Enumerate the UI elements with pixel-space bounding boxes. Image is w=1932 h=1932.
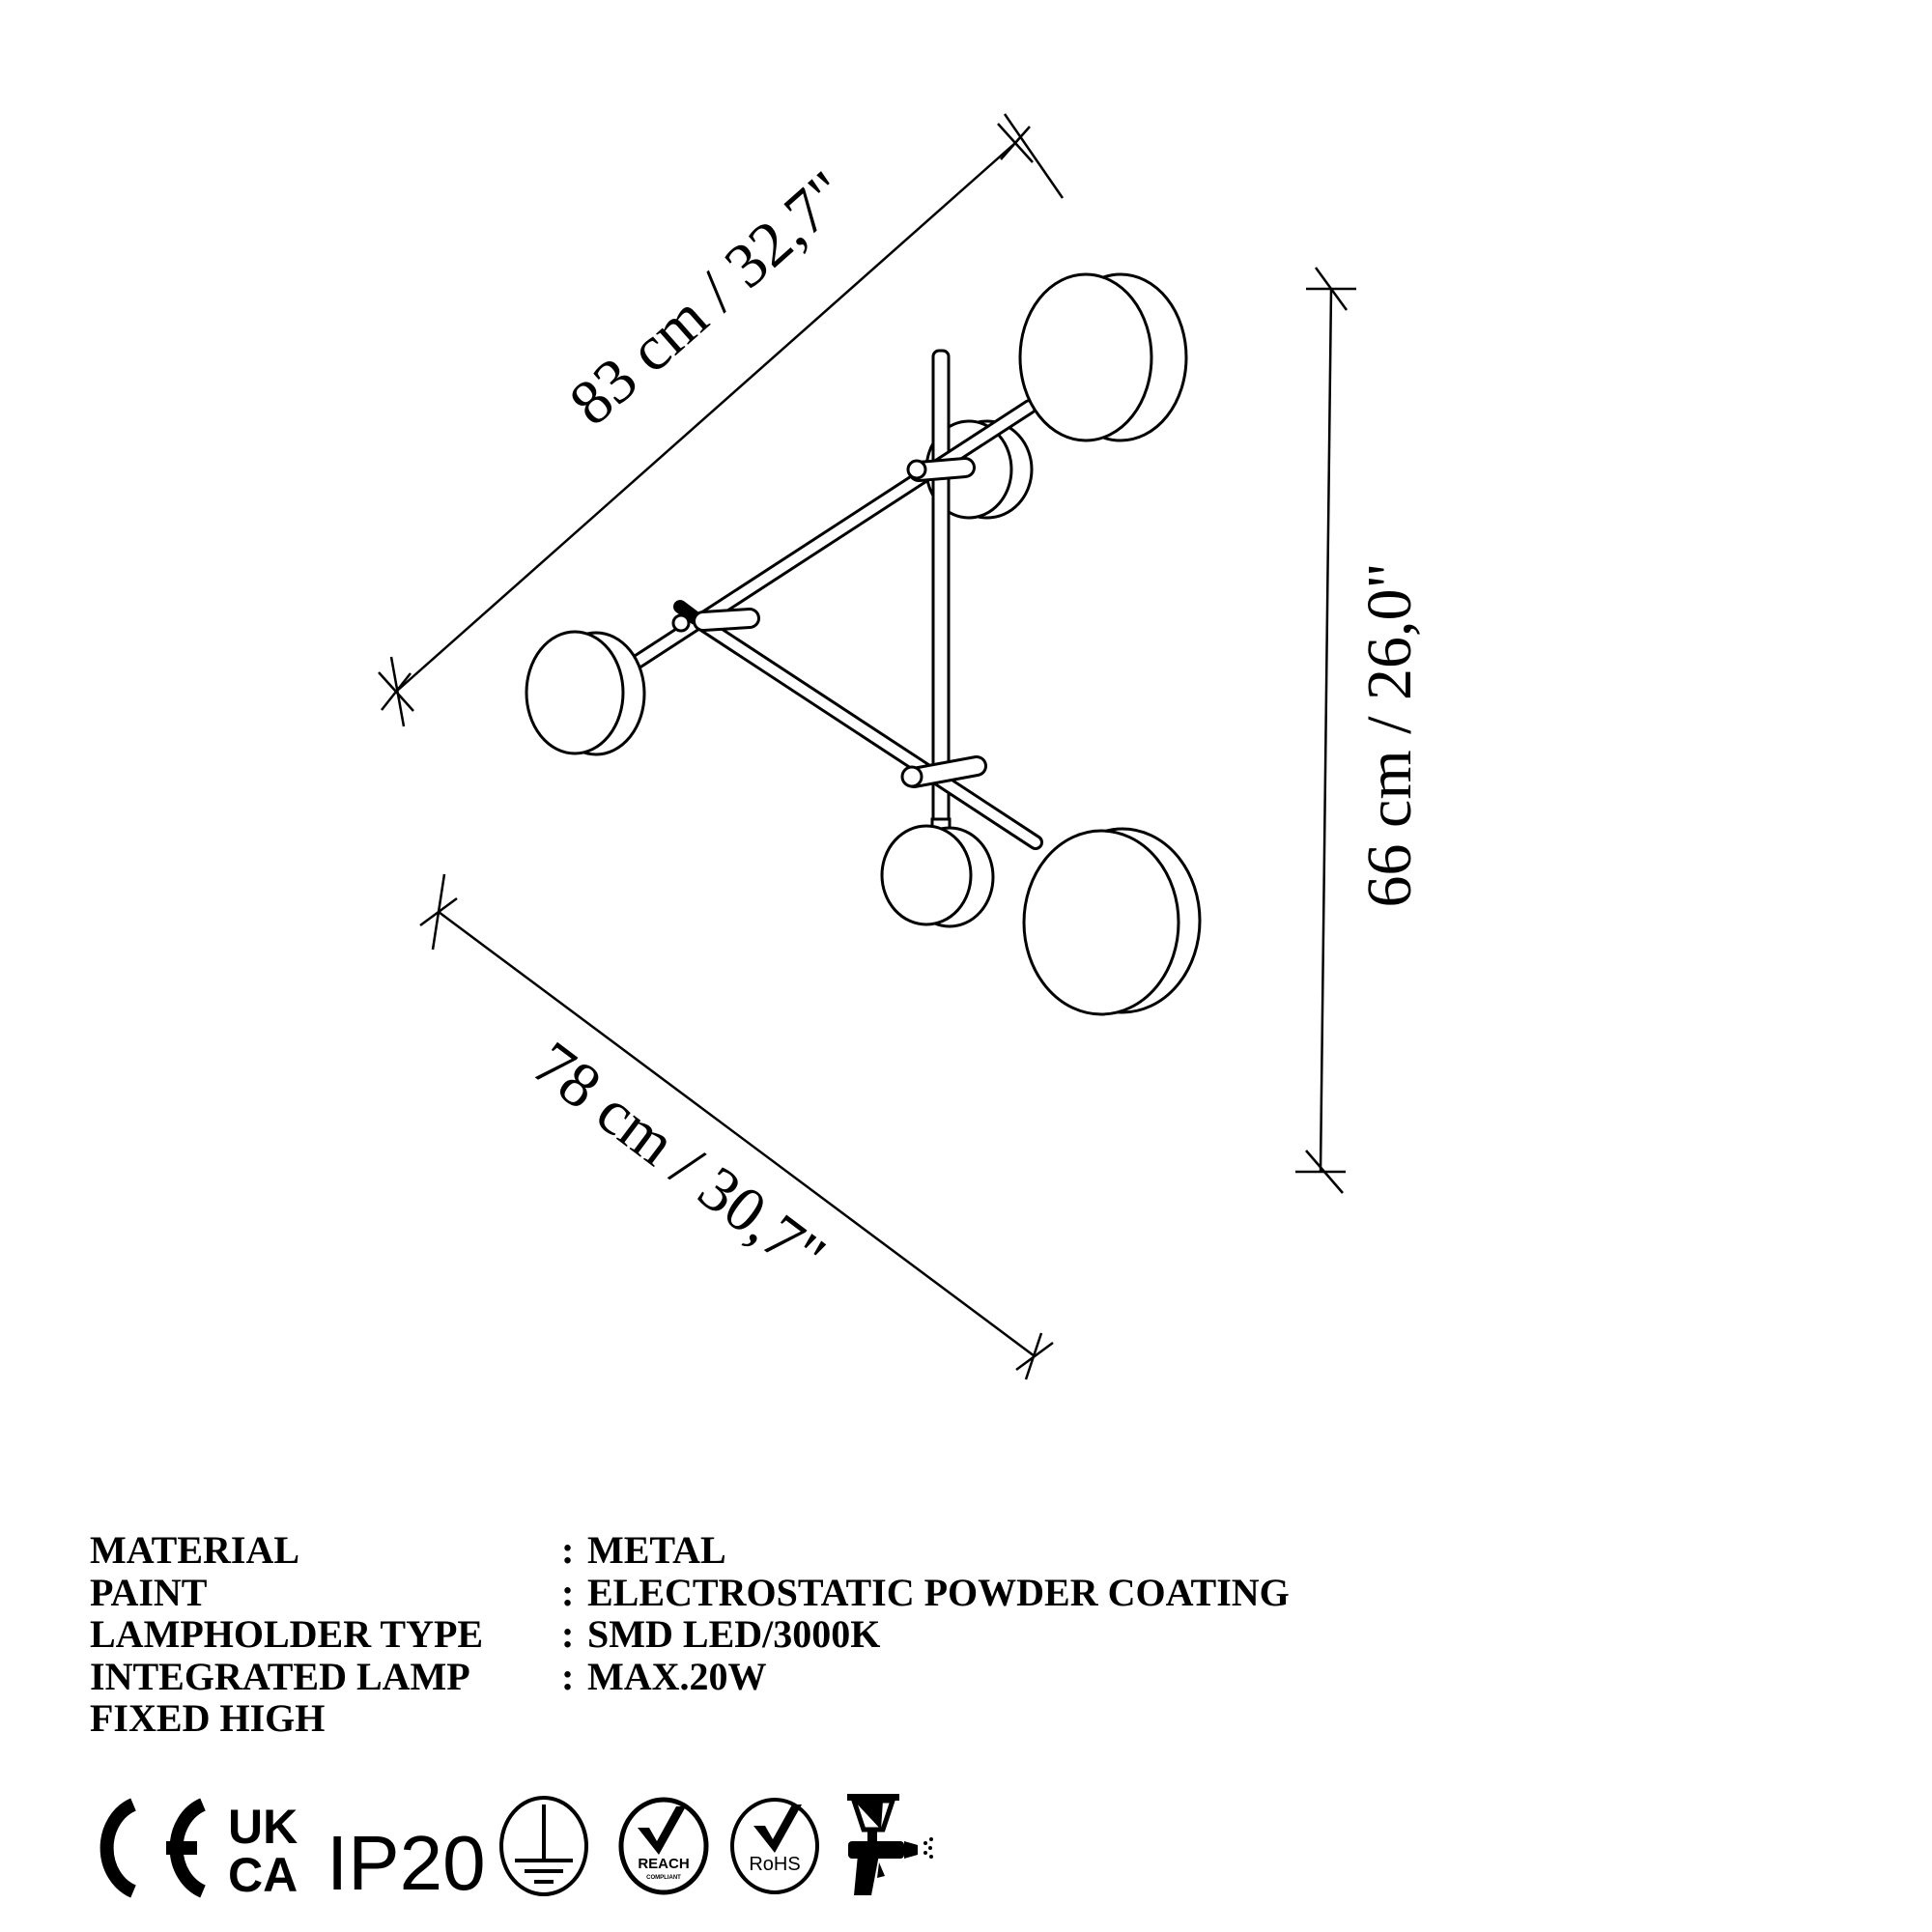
spec-value: ELECTROSTATIC POWDER COATING — [587, 1570, 1290, 1614]
dimension-label-bottom: 78 cm / 30,7" — [520, 1028, 838, 1292]
dimension-line-bottom — [419, 873, 1054, 1380]
spec-label: MATERIAL — [90, 1528, 300, 1572]
dimension-line-height — [1295, 267, 1356, 1194]
spec-table: MATERIAL: METAL PAINT: ELECTROSTATIC POWDE… — [90, 1529, 1290, 1740]
spec-row-material: MATERIAL: METAL — [90, 1529, 1290, 1572]
spec-label: INTEGRATED LAMP — [90, 1654, 470, 1698]
wall-lamp — [525, 272, 1202, 1016]
dimension-line-top — [378, 113, 1065, 727]
spec-separator: : — [561, 1528, 575, 1572]
spec-separator: : — [561, 1612, 575, 1656]
spec-label: FIXED HIGH — [90, 1696, 326, 1740]
spec-row-fixed-high: FIXED HIGH — [90, 1697, 1290, 1740]
spec-value: METAL — [587, 1528, 726, 1572]
spec-separator: : — [561, 1654, 575, 1698]
spec-row-paint: PAINT: ELECTROSTATIC POWDER COATING — [90, 1570, 1290, 1614]
spec-value: MAX.20W — [587, 1654, 767, 1698]
spec-row-integrated-lamp: INTEGRATED LAMP: MAX.20W — [90, 1654, 1290, 1698]
dimension-label-height: 66 cm / 26,0" — [1354, 563, 1425, 908]
dimension-label-top: 83 cm / 32,7" — [556, 157, 862, 439]
spec-label: PAINT — [90, 1570, 208, 1614]
spec-separator: : — [561, 1570, 575, 1614]
spec-row-lampholder: LAMPHOLDER TYPE: SMD LED/3000K — [90, 1613, 1290, 1656]
spec-label: LAMPHOLDER TYPE — [90, 1612, 484, 1656]
spec-value: SMD LED/3000K — [587, 1612, 881, 1656]
